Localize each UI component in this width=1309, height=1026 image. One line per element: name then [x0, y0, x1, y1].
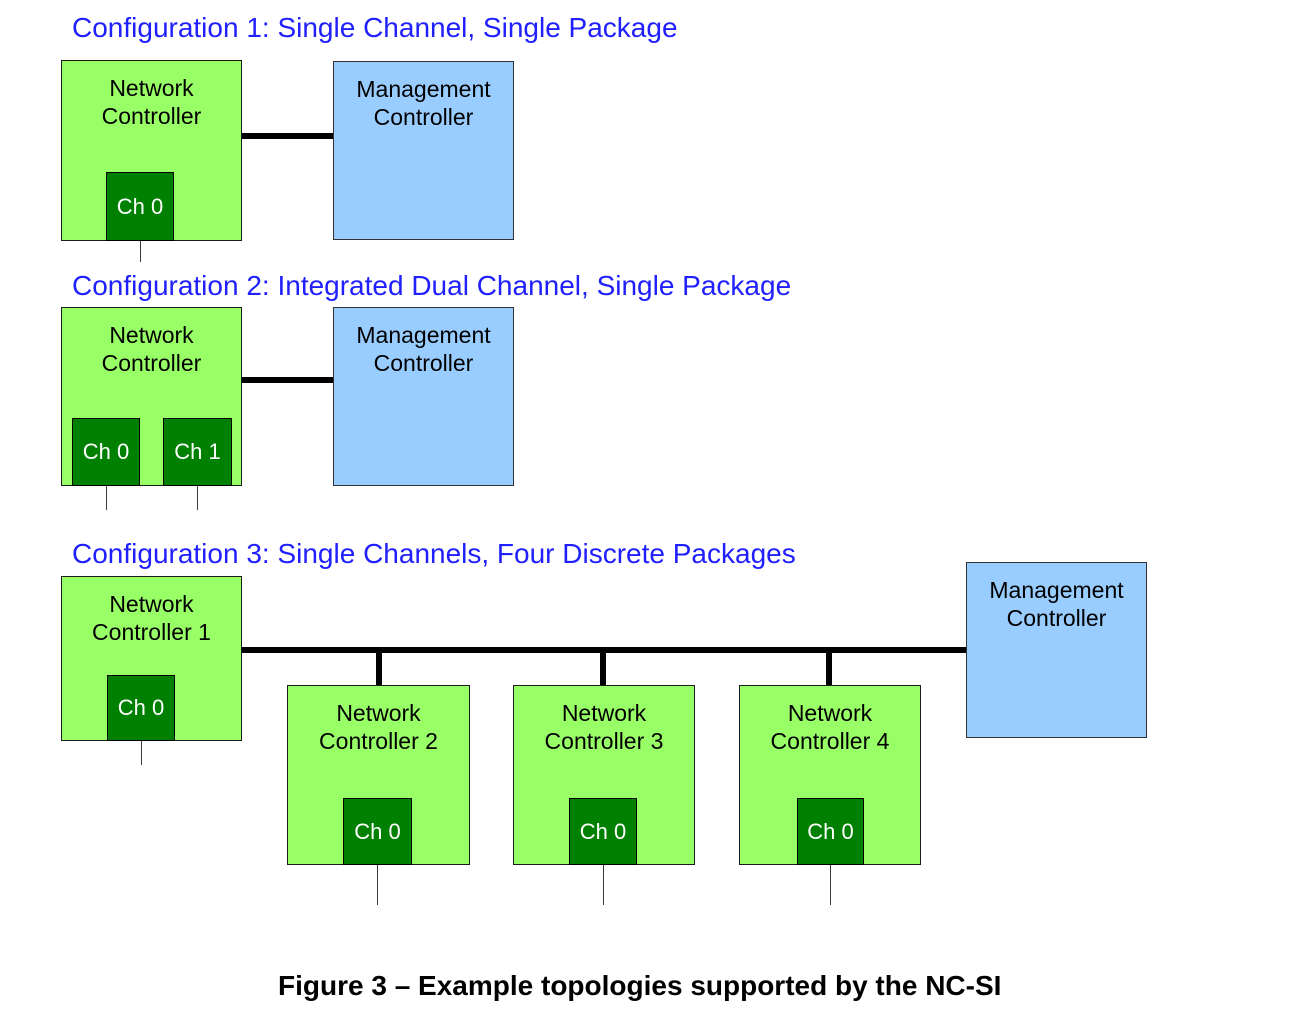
management-controller-label: Management Controller [356, 76, 491, 130]
figure-caption: Figure 3 – Example topologies supported … [278, 970, 1002, 1001]
config1-channel-0-stub-line [140, 241, 141, 262]
config2-channel-0-box: Ch 0 [72, 418, 140, 486]
config3-management-controller-box: Management Controller [966, 562, 1147, 738]
network-controller-label: Network Controller 1 [92, 591, 211, 645]
network-controller-label: Network Controller [101, 322, 202, 376]
config2-channel-1-stub-line [197, 486, 198, 510]
config3-nc4-channel-0-stub-line [830, 865, 831, 905]
config3-nc2-channel-0-stub-line [377, 865, 378, 905]
config3-nc3-channel-0-stub-line [603, 865, 604, 905]
network-controller-label: Network Controller 2 [319, 700, 438, 754]
network-controller-label: Network Controller [101, 75, 202, 129]
config2-ncsi-link-line [242, 377, 333, 383]
config2-channel-0-stub-line [106, 486, 107, 510]
management-controller-label: Management Controller [989, 577, 1124, 631]
config3-title: Configuration 3: Single Channels, Four D… [72, 538, 796, 569]
config1-title: Configuration 1: Single Channel, Single … [72, 12, 678, 43]
config3-nc1-channel-0-stub-line [141, 741, 142, 765]
network-controller-label: Network Controller 3 [544, 700, 664, 754]
config3-nc3-channel-0-box: Ch 0 [569, 798, 637, 865]
config3-nc3-drop-line [600, 650, 606, 685]
config2-channel-1-box: Ch 1 [163, 418, 232, 486]
config3-nc4-channel-0-box: Ch 0 [797, 798, 864, 865]
management-controller-label: Management Controller [356, 322, 491, 376]
config3-nc4-drop-line [826, 650, 832, 685]
config2-management-controller-box: Management Controller [333, 307, 514, 486]
network-controller-label: Network Controller 4 [770, 700, 890, 754]
config3-nc2-channel-0-box: Ch 0 [343, 798, 412, 865]
config1-channel-0-box: Ch 0 [106, 172, 174, 241]
config1-management-controller-box: Management Controller [333, 61, 514, 240]
config2-title: Configuration 2: Integrated Dual Channel… [72, 270, 792, 301]
config1-ncsi-link-line [242, 133, 333, 139]
config3-nc2-drop-line [376, 650, 382, 685]
config3-nc1-channel-0-box: Ch 0 [107, 675, 175, 741]
